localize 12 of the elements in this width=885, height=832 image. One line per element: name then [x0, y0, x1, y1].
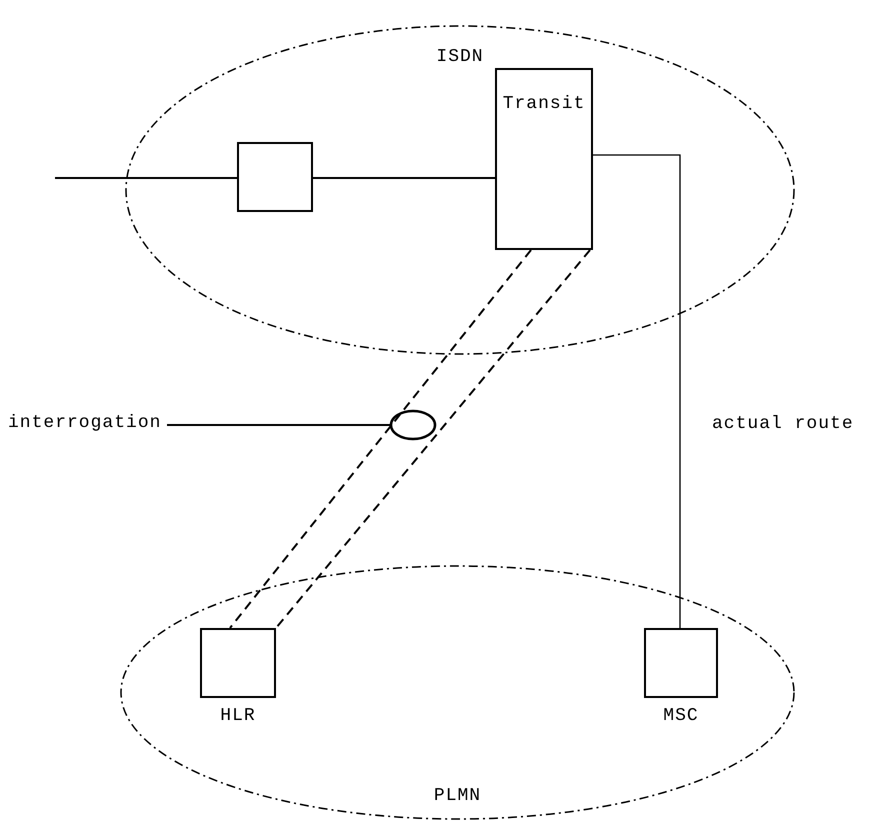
leader-line [167, 424, 390, 426]
annotation-label: interrogation [8, 413, 162, 433]
dashed-connector [229, 249, 532, 629]
node-label: MSC [663, 706, 699, 726]
network-label: ISDN [436, 47, 484, 67]
connector-line [55, 177, 237, 179]
connector-line [593, 154, 681, 628]
node-label: Transit [502, 94, 586, 114]
dashed-connector [275, 249, 591, 629]
network-label: PLMN [434, 786, 482, 806]
node-label: HLR [220, 706, 256, 726]
connector-line [313, 177, 495, 179]
